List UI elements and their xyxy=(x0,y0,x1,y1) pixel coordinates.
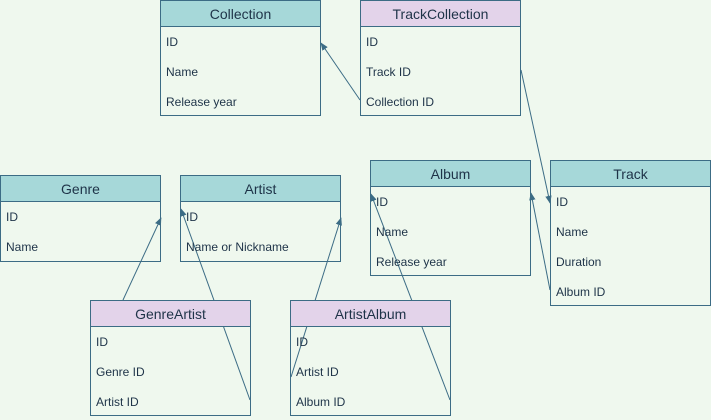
field-track-id: Track ID xyxy=(366,65,411,79)
entity-genre[interactable]: Genre ID Name xyxy=(0,175,161,262)
entity-album[interactable]: Album ID Name Release year xyxy=(370,160,531,276)
field-name: Name xyxy=(376,225,409,239)
field-name-or-nickname: Name or Nickname xyxy=(186,240,289,254)
field-album-id: Album ID xyxy=(556,285,606,299)
field-id: ID xyxy=(166,35,178,49)
field-release-year: Release year xyxy=(166,95,237,109)
field-name: Name xyxy=(556,225,589,239)
entity-trackcollection[interactable]: TrackCollection ID Track ID Collection I… xyxy=(360,0,521,116)
field-id: ID xyxy=(296,335,308,349)
entity-title: Track xyxy=(551,161,710,187)
field-genre-id: Genre ID xyxy=(96,365,145,379)
field-duration: Duration xyxy=(556,255,602,269)
entity-title: Genre xyxy=(1,176,160,202)
entity-artistalbum[interactable]: ArtistAlbum ID Artist ID Album ID xyxy=(290,300,451,416)
entity-title: Album xyxy=(371,161,530,187)
field-release-year: Release year xyxy=(376,255,447,269)
field-album-id: Album ID xyxy=(296,395,346,409)
field-artist-id: Artist ID xyxy=(296,365,339,379)
field-id: ID xyxy=(96,335,108,349)
field-name: Name xyxy=(166,65,199,79)
field-id: ID xyxy=(376,195,388,209)
entity-collection[interactable]: Collection ID Name Release year xyxy=(160,0,321,116)
entity-title: GenreArtist xyxy=(91,301,250,327)
field-id: ID xyxy=(556,195,568,209)
entity-title: TrackCollection xyxy=(361,1,520,27)
field-id: ID xyxy=(6,210,18,224)
entity-title: Collection xyxy=(161,1,320,27)
field-name: Name xyxy=(6,240,39,254)
entity-title: ArtistAlbum xyxy=(291,301,450,327)
entity-genreartist[interactable]: GenreArtist ID Genre ID Artist ID xyxy=(90,300,251,416)
edge-track-album xyxy=(529,192,551,291)
entity-track[interactable]: Track ID Name Duration Album ID xyxy=(550,160,711,306)
field-id: ID xyxy=(186,210,198,224)
entity-title: Artist xyxy=(181,176,340,202)
field-id: ID xyxy=(366,35,378,49)
field-collection-id: Collection ID xyxy=(366,95,435,109)
field-artist-id: Artist ID xyxy=(96,395,139,409)
entity-artist[interactable]: Artist ID Name or Nickname xyxy=(180,175,341,262)
edge-trackcollection-collection xyxy=(320,42,361,101)
